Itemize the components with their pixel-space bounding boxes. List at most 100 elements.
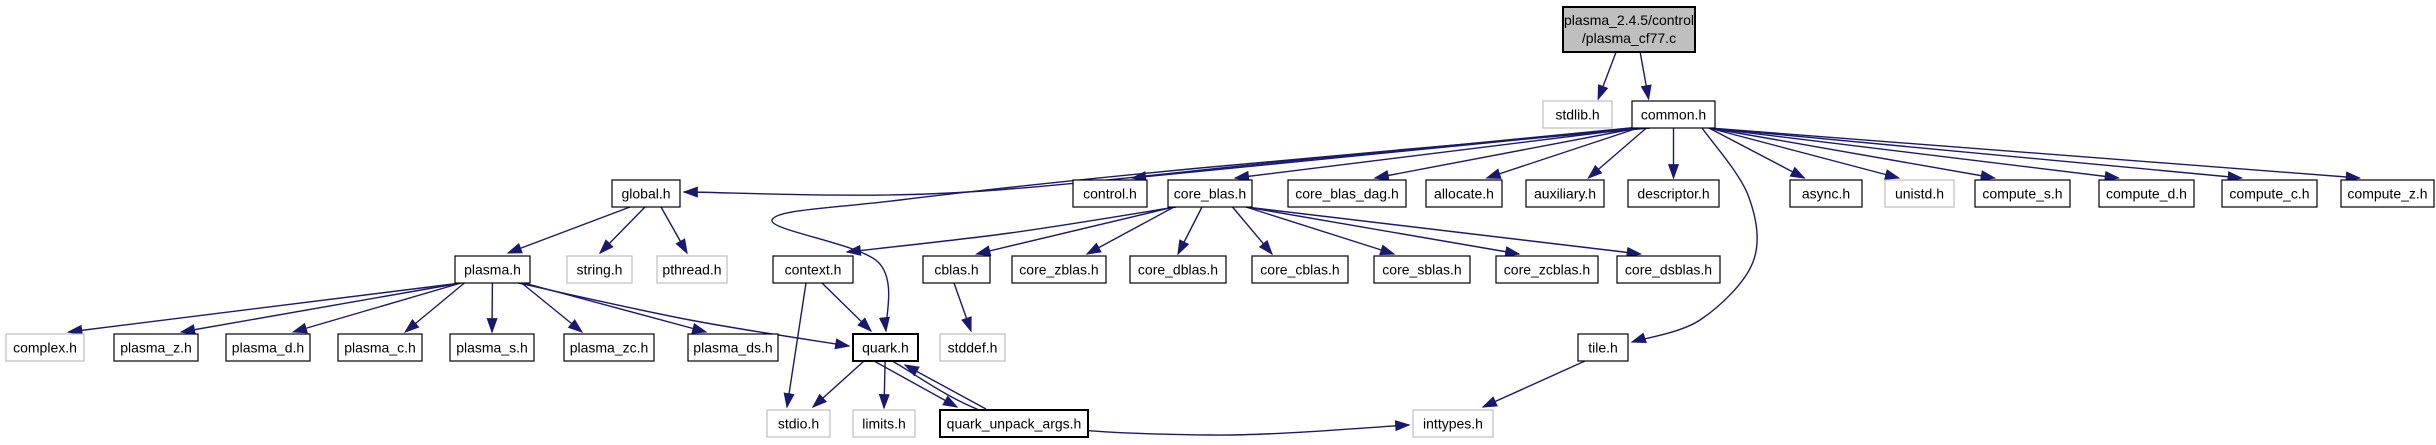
graph-node-plasma-z-h[interactable]: plasma_z.h bbox=[113, 333, 199, 362]
graph-node-stdio-h: stdio.h bbox=[766, 409, 831, 438]
complex-h-label: complex.h bbox=[13, 340, 77, 356]
edge-cblas-h-to-stddef-h bbox=[953, 282, 972, 333]
inttypes-h-box bbox=[1412, 409, 1494, 438]
graph-node-core-blas-h[interactable]: core_blas.h bbox=[1167, 179, 1253, 208]
edge-quark-h-to-limits-h bbox=[878, 360, 890, 410]
pthread-h-label: pthread.h bbox=[662, 262, 721, 278]
plasma-z-h-box[interactable] bbox=[113, 333, 199, 362]
graph-node-core-zblas-h[interactable]: core_zblas.h bbox=[1011, 255, 1107, 284]
stdio-h-label: stdio.h bbox=[778, 416, 819, 432]
unistd-h-box bbox=[1884, 179, 1955, 208]
core-dblas-h-box[interactable] bbox=[1129, 255, 1227, 284]
edge-quark-h-to-inttypes-h bbox=[891, 360, 1411, 436]
graph-node-context-h[interactable]: context.h bbox=[772, 255, 854, 284]
graph-node-compute-c-h[interactable]: compute_c.h bbox=[2221, 179, 2318, 208]
graph-node-plasma-h[interactable]: plasma.h bbox=[454, 255, 531, 284]
edge-common-h-to-allocate-h bbox=[1485, 127, 1639, 179]
graph-node-unistd-h: unistd.h bbox=[1884, 179, 1955, 208]
graph-node-pthread-h: pthread.h bbox=[656, 255, 728, 284]
edge-common-h-to-compute-c-h bbox=[1708, 127, 2244, 183]
context-h-box[interactable] bbox=[772, 255, 854, 284]
global-h-box[interactable] bbox=[611, 179, 681, 208]
graph-node-plasma-d-h[interactable]: plasma_d.h bbox=[225, 333, 311, 362]
graph-node-async-h[interactable]: async.h bbox=[1789, 179, 1863, 208]
edge-core-blas-h-to-cblas-h bbox=[975, 206, 1175, 257]
common-h-box[interactable] bbox=[1631, 100, 1716, 129]
graph-node-plasma-ds-h[interactable]: plasma_ds.h bbox=[687, 333, 779, 362]
core-cblas-h-box[interactable] bbox=[1251, 255, 1349, 284]
graph-node-auxiliary-h[interactable]: auxiliary.h bbox=[1525, 179, 1605, 208]
async-h-label: async.h bbox=[1802, 186, 1850, 202]
tile-h-box[interactable] bbox=[1577, 333, 1629, 362]
edge-common-h-to-compute-d-h bbox=[1708, 127, 2121, 182]
graph-node-common-h[interactable]: common.h bbox=[1631, 100, 1716, 129]
graph-node-quark-h[interactable]: quark.h bbox=[852, 333, 919, 362]
core-dsblas-h-box[interactable] bbox=[1616, 255, 1721, 284]
plasma-d-h-box[interactable] bbox=[225, 333, 311, 362]
control-h-label: control.h bbox=[1083, 186, 1137, 202]
core-sblas-h-box[interactable] bbox=[1373, 255, 1471, 284]
graph-node-compute-d-h[interactable]: compute_d.h bbox=[2098, 179, 2195, 208]
graph-node-core-dblas-h[interactable]: core_dblas.h bbox=[1129, 255, 1227, 284]
edge-plasma-h-to-plasma-c-h bbox=[404, 282, 465, 333]
stddef-h-box bbox=[939, 333, 1006, 362]
graph-node-descriptor-h[interactable]: descriptor.h bbox=[1627, 179, 1720, 208]
plasma-cf77-c-label: plasma_2.4.5/control/plasma_cf77.c bbox=[1564, 12, 1694, 46]
compute-d-h-box[interactable] bbox=[2098, 179, 2195, 208]
plasma-d-h-label: plasma_d.h bbox=[232, 340, 304, 356]
core-dsblas-h-label: core_dsblas.h bbox=[1625, 262, 1712, 278]
plasma-s-h-label: plasma_s.h bbox=[456, 340, 528, 356]
graph-node-control-h[interactable]: control.h bbox=[1072, 179, 1148, 208]
graph-node-cblas-h[interactable]: cblas.h bbox=[922, 255, 991, 284]
graph-node-plasma-s-h[interactable]: plasma_s.h bbox=[449, 333, 535, 362]
graph-node-plasma-c-h[interactable]: plasma_c.h bbox=[337, 333, 423, 362]
core-zcblas-h-box[interactable] bbox=[1495, 255, 1599, 284]
graph-node-tile-h[interactable]: tile.h bbox=[1577, 333, 1629, 362]
plasma-zc-h-box[interactable] bbox=[563, 333, 655, 362]
edge-quark-h-to-stdio-h bbox=[811, 360, 865, 409]
graph-node-compute-z-h[interactable]: compute_z.h bbox=[2340, 179, 2435, 208]
graph-node-core-sblas-h[interactable]: core_sblas.h bbox=[1373, 255, 1471, 284]
plasma-h-box[interactable] bbox=[454, 255, 531, 284]
quark-unpack-args-h-box[interactable] bbox=[939, 409, 1089, 438]
plasma-s-h-box[interactable] bbox=[449, 333, 535, 362]
graph-node-plasma-zc-h[interactable]: plasma_zc.h bbox=[563, 333, 655, 362]
compute-c-h-box[interactable] bbox=[2221, 179, 2318, 208]
stddef-h-label: stddef.h bbox=[948, 340, 998, 356]
graph-node-core-cblas-h[interactable]: core_cblas.h bbox=[1251, 255, 1349, 284]
async-h-box[interactable] bbox=[1789, 179, 1863, 208]
core-blas-dag-h-box[interactable] bbox=[1287, 179, 1407, 208]
plasma-ds-h-box[interactable] bbox=[687, 333, 779, 362]
common-h-label: common.h bbox=[1641, 107, 1706, 123]
graph-node-stddef-h: stddef.h bbox=[939, 333, 1006, 362]
core-zblas-h-box[interactable] bbox=[1011, 255, 1107, 284]
graph-node-core-dsblas-h[interactable]: core_dsblas.h bbox=[1616, 255, 1721, 284]
edge-tile-h-to-inttypes-h bbox=[1481, 360, 1586, 408]
control-h-box[interactable] bbox=[1072, 179, 1148, 208]
graph-node-global-h[interactable]: global.h bbox=[611, 179, 681, 208]
core-blas-dag-h-label: core_blas_dag.h bbox=[1295, 186, 1399, 202]
compute-z-h-box[interactable] bbox=[2340, 179, 2435, 208]
edge-common-h-to-tile-h bbox=[1630, 127, 1758, 344]
core-sblas-h-label: core_sblas.h bbox=[1382, 262, 1461, 278]
edge-plasma-h-to-complex-h bbox=[66, 282, 462, 336]
graph-node-allocate-h[interactable]: allocate.h bbox=[1425, 179, 1503, 208]
auxiliary-h-box[interactable] bbox=[1525, 179, 1605, 208]
global-h-label: global.h bbox=[621, 186, 670, 202]
plasma-cf77-c-box bbox=[1562, 6, 1696, 53]
core-blas-h-box[interactable] bbox=[1167, 179, 1253, 208]
allocate-h-box[interactable] bbox=[1425, 179, 1503, 208]
graph-node-compute-s-h[interactable]: compute_s.h bbox=[1974, 179, 2071, 208]
string-h-box bbox=[566, 255, 633, 284]
graph-node-core-blas-dag-h[interactable]: core_blas_dag.h bbox=[1287, 179, 1407, 208]
cblas-h-box[interactable] bbox=[922, 255, 991, 284]
graph-node-quark-unpack-args-h[interactable]: quark_unpack_args.h bbox=[939, 409, 1089, 438]
descriptor-h-box[interactable] bbox=[1627, 179, 1720, 208]
edge-core-blas-h-to-core-sblas-h bbox=[1245, 206, 1396, 256]
plasma-c-h-box[interactable] bbox=[337, 333, 423, 362]
quark-h-box[interactable] bbox=[852, 333, 919, 362]
compute-s-h-box[interactable] bbox=[1974, 179, 2071, 208]
stdlib-h-label: stdlib.h bbox=[1555, 107, 1599, 123]
graph-node-core-zcblas-h[interactable]: core_zcblas.h bbox=[1495, 255, 1599, 284]
